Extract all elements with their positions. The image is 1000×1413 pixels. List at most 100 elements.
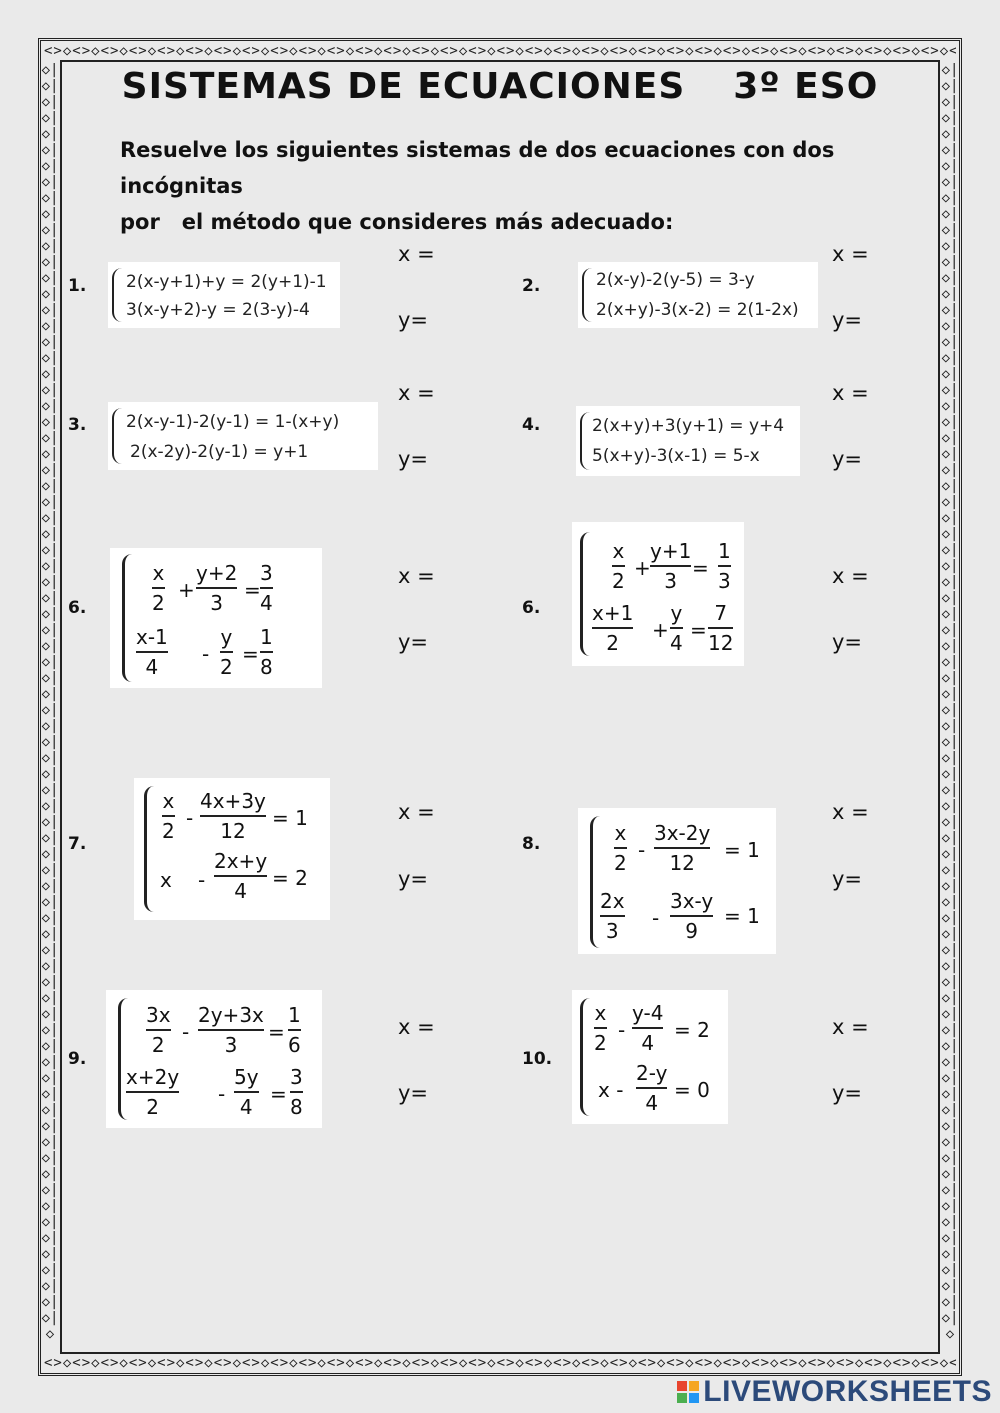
answer-y-field[interactable]: y= [832, 867, 863, 891]
equation-system-3: 2(x-y-1)-2(y-1) = 1-(x+y) 2(x-2y)-2(y-1)… [108, 402, 378, 470]
answer-y-field[interactable]: y= [832, 1081, 863, 1105]
answer-x-field[interactable]: x = [398, 242, 435, 266]
border-ornament-bottom: <>◇<>◇<>◇<>◇<>◇<>◇<>◇<>◇<>◇<>◇<>◇<>◇<>◇<… [44, 1355, 956, 1371]
numerator: y+2 [196, 561, 238, 585]
numerator: 3x-2y [654, 821, 711, 845]
equation: 2(x-y+1)+y = 2(y+1)-1 [126, 272, 327, 292]
answer-x-field[interactable]: x = [832, 242, 869, 266]
numerator: 1 [260, 625, 273, 649]
numerator: 1 [718, 539, 731, 563]
answer-y-field[interactable]: y= [398, 630, 429, 654]
answer-y-field[interactable]: y= [832, 630, 863, 654]
answer-x-field[interactable]: x = [832, 800, 869, 824]
operator: = 0 [674, 1078, 710, 1102]
answer-y-field[interactable]: y= [398, 308, 429, 332]
equation: 2(x-2y)-2(y-1) = y+1 [130, 442, 309, 462]
logo-square [677, 1393, 688, 1403]
denominator: 3 [664, 569, 678, 593]
border-ornament-top: <>◇<>◇<>◇<>◇<>◇<>◇<>◇<>◇<>◇<>◇<>◇<>◇<>◇<… [44, 43, 956, 59]
numerator: 7 [714, 601, 728, 625]
answer-x-field[interactable]: x = [398, 381, 435, 405]
instruction-line-2: por el método que consideres más adecuad… [120, 210, 674, 234]
denominator: 2 [612, 569, 625, 593]
answer-y-field[interactable]: y= [398, 447, 429, 471]
operator: + [634, 556, 651, 580]
numerator: 2y+3x [198, 1003, 264, 1027]
answer-x-field[interactable]: x = [832, 564, 869, 588]
system-brace [118, 998, 135, 1120]
equation-system-2: 2(x-y)-2(y-5) = 3-y 2(x+y)-3(x-2) = 2(1-… [578, 262, 818, 328]
problem-number: 8. [522, 834, 541, 854]
operator: - [218, 1082, 226, 1106]
denominator: 2 [594, 1031, 607, 1055]
numerator: x+1 [592, 601, 634, 625]
fraction: 3x-2y 12 [654, 820, 711, 876]
problem-number: 10. [522, 1049, 553, 1069]
answer-x-field[interactable]: x = [398, 800, 435, 824]
numerator: x [594, 1001, 607, 1025]
numerator: 2-y [636, 1061, 668, 1085]
operator: = 2 [674, 1018, 710, 1042]
logo-square [689, 1393, 700, 1403]
operator: - [652, 906, 660, 930]
problem-number: 3. [68, 415, 87, 435]
equation: 5(x+y)-3(x-1) = 5-x [592, 446, 760, 466]
denominator: 12 [669, 851, 695, 875]
numerator: 3 [290, 1065, 303, 1089]
system-brace [580, 412, 596, 470]
answer-y-field[interactable]: y= [398, 1081, 429, 1105]
system-brace [590, 816, 607, 948]
operator: + [178, 578, 195, 602]
denominator: 2 [614, 851, 627, 875]
denominator: 2 [220, 655, 233, 679]
answer-x-field[interactable]: x = [832, 381, 869, 405]
answer-x-field[interactable]: x = [832, 1015, 869, 1039]
answer-y-field[interactable]: y= [832, 447, 863, 471]
liveworksheets-logo[interactable]: LIVEWORKSHEETS [677, 1375, 992, 1409]
denominator: 3 [718, 569, 731, 593]
answer-x-field[interactable]: x = [398, 564, 435, 588]
denominator: 2 [146, 1095, 159, 1119]
equation-system-1: 2(x-y+1)+y = 2(y+1)-1 3(x-y+2)-y = 2(3-y… [108, 262, 340, 328]
system-brace [112, 408, 128, 464]
denominator: 4 [645, 1091, 659, 1115]
answer-y-field[interactable]: y= [832, 308, 863, 332]
denominator: 8 [290, 1095, 303, 1119]
numerator: 3 [260, 561, 273, 585]
system-brace [582, 268, 598, 322]
logo-square [677, 1381, 688, 1391]
operator: = [244, 578, 261, 602]
answer-y-field[interactable]: y= [398, 867, 429, 891]
numerator: 5y [234, 1065, 259, 1089]
operator: = 1 [724, 838, 760, 862]
system-brace [580, 532, 597, 656]
denominator: 4 [145, 655, 159, 679]
numerator: x [612, 539, 625, 563]
answer-x-field[interactable]: x = [398, 1015, 435, 1039]
denominator: 4 [260, 591, 273, 615]
denominator: 2 [152, 591, 165, 615]
operator: = 1 [724, 904, 760, 928]
equation: 2(x-y)-2(y-5) = 3-y [596, 270, 755, 290]
numerator: y [670, 601, 683, 625]
numerator: 2x+y [214, 849, 268, 873]
problem-number: 4. [522, 415, 541, 435]
operator: x - [598, 1078, 624, 1102]
operator: = 2 [272, 866, 308, 890]
